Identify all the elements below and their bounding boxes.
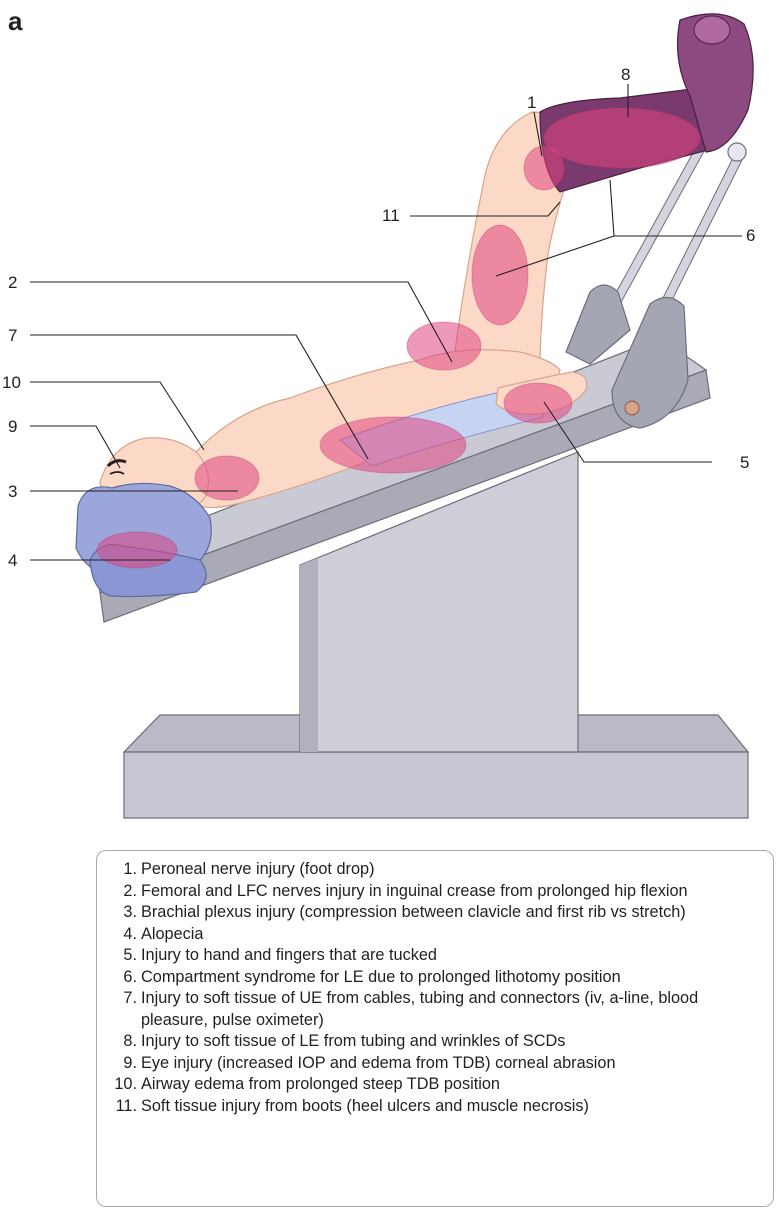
legend-item: 8. Injury to soft tissue of LE from tubi… [111, 1031, 763, 1053]
legend-number: 1. [111, 859, 141, 881]
callout-6: 6 [746, 226, 755, 245]
legend-number: 3. [111, 902, 141, 924]
legend-item: 10. Airway edema from prolonged steep TD… [111, 1074, 763, 1096]
stirrup-knob [625, 401, 639, 415]
injury-zone-4 [97, 532, 177, 568]
legend-text: Airway edema from prolonged steep TDB po… [141, 1074, 763, 1096]
legend-item: 9. Eye injury (increased IOP and edema f… [111, 1053, 763, 1075]
injury-zone-2 [407, 322, 481, 370]
legend-item: 6. Compartment syndrome for LE due to pr… [111, 967, 763, 989]
legend-number: 9. [111, 1053, 141, 1075]
legend-number: 4. [111, 924, 141, 946]
boot-strap [694, 16, 730, 44]
callout-7: 7 [8, 326, 17, 345]
callout-3: 3 [8, 482, 17, 501]
callout-2: 2 [8, 273, 17, 292]
legend-text: Injury to soft tissue of UE from cables,… [141, 988, 763, 1031]
table-base-front [124, 752, 748, 818]
stirrup-clamp-ring [728, 143, 746, 161]
injury-zone-8 [544, 108, 700, 168]
legend-item: 4. Alopecia [111, 924, 763, 946]
leader-9 [30, 426, 120, 468]
legend-number: 8. [111, 1031, 141, 1053]
legend-text: Eye injury (increased IOP and edema from… [141, 1053, 763, 1075]
legend-text: Injury to hand and fingers that are tuck… [141, 945, 763, 967]
callout-5: 5 [740, 453, 749, 472]
leader-10 [30, 382, 204, 450]
legend-item: 2. Femoral and LFC nerves injury in ingu… [111, 881, 763, 903]
callout-8: 8 [621, 65, 630, 84]
callout-10: 10 [2, 373, 21, 392]
legend-item: 3. Brachial plexus injury (compression b… [111, 902, 763, 924]
legend-item: 11. Soft tissue injury from boots (heel … [111, 1096, 763, 1118]
legend-text: Soft tissue injury from boots (heel ulce… [141, 1096, 763, 1118]
callout-1: 1 [527, 93, 536, 112]
legend-text: Brachial plexus injury (compression betw… [141, 902, 763, 924]
legend-item: 5. Injury to hand and fingers that are t… [111, 945, 763, 967]
leader-2 [30, 282, 452, 362]
legend-item: 7. Injury to soft tissue of UE from cabl… [111, 988, 763, 1031]
stirrup-rod-front [662, 148, 746, 304]
injury-zone-3 [195, 456, 259, 500]
callout-9: 9 [8, 417, 17, 436]
legend-number: 2. [111, 881, 141, 903]
legend-number: 11. [111, 1096, 141, 1118]
legend-text: Femoral and LFC nerves injury in inguina… [141, 881, 763, 903]
table-column-shade [300, 558, 318, 752]
legend-item: 1. Peroneal nerve injury (foot drop) [111, 859, 763, 881]
legend-text: Compartment syndrome for LE due to prolo… [141, 967, 763, 989]
legend-number: 7. [111, 988, 141, 1031]
lithotomy-illustration: 1 8 11 6 2 7 10 9 3 4 5 [0, 0, 776, 845]
injury-zone-5 [504, 383, 572, 423]
legend-text: Injury to soft tissue of LE from tubing … [141, 1031, 763, 1053]
legend-text: Peroneal nerve injury (foot drop) [141, 859, 763, 881]
legend-number: 5. [111, 945, 141, 967]
injury-legend: 1. Peroneal nerve injury (foot drop) 2. … [96, 850, 774, 1207]
callout-11: 11 [382, 206, 400, 225]
legend-number: 6. [111, 967, 141, 989]
legend-number: 10. [111, 1074, 141, 1096]
callout-4: 4 [8, 551, 17, 570]
legend-text: Alopecia [141, 924, 763, 946]
injury-zone-7 [320, 417, 466, 473]
